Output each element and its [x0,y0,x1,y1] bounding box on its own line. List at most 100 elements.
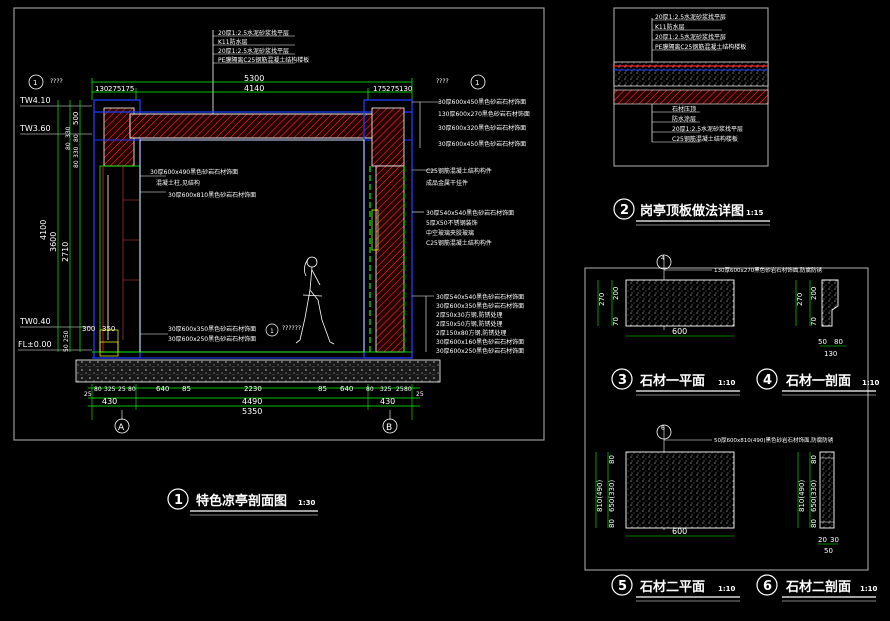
title1-text: 特色凉亭剖面图 [196,493,287,509]
top-callout-4: PE膜隔离C25钢筋混凝土结构楼板 [218,56,309,64]
roof-callout-top-1: 20厚1:2.5水泥砂浆找平层 [655,13,726,21]
dim-b2-right: 430 [380,397,395,406]
right-low-callout-7: 30厚600x250黑色砂岩石材饰面 [436,347,524,355]
center-callout-bubble [265,323,279,337]
roof-callout-top-4: PE膜隔离C25钢筋混凝土结构楼板 [655,43,746,51]
roof-slab [129,113,381,139]
stone-two-sec-w-50: 50 [824,547,833,555]
dim-left-80c: 80 [65,142,72,150]
roof-detail-frame [613,7,769,167]
svg-text:????: ???? [436,78,449,85]
dim-b1-0: 25 [84,391,92,398]
axis-b-bubble [382,418,398,434]
stone-two-sec-h-650: 650(330) [810,480,818,512]
dim-top-l3: 175 [121,85,134,93]
stone-one-callout: 130厚600x270黑色砂岩石材饰面,防腐防锈 [714,266,822,274]
dim-left-250: 250 [63,330,70,342]
title5-number-bubble [611,574,633,596]
dim-left-3600: 3600 [49,232,58,252]
stone-one-h-70: 70 [612,317,620,326]
right-low-callout-6: 30厚600x160黑色砂岩石材饰面 [436,338,524,346]
right-callout-2: 130厚600x270黑色砂岩石材饰面 [438,110,530,118]
left-callout-1: 30厚600x490黑色砂岩石材饰面 [150,168,238,176]
dim-b1-3: 25 [118,386,126,393]
axis-b-label: B [386,423,392,433]
stone-one-h-200: 200 [612,287,620,300]
title5-scale: 1:10 [718,585,736,593]
title2-text: 岗亭顶板做法详图 [640,203,744,219]
roof-callout-top-3: 20厚1:2.5水泥砂浆找平层 [655,33,726,41]
title6-number: 6 [763,579,772,594]
title1-number: 1 [174,493,183,508]
stone-two-sec-h-810: 810(490) [798,480,806,512]
dim-b1-5: 640 [156,385,169,393]
dim-top-r3: 130 [399,85,412,93]
stone-two-section-profile [819,451,835,529]
left-callout-2: 混凝土柱,见结构 [156,179,200,187]
roof-callout-bottom-2: 防水涂层 [672,115,696,123]
roof-callout-top-2: K11防水层 [655,23,685,31]
stone-two-sec-h-80b: 80 [810,519,818,528]
dim-b1-8: 85 [318,385,327,393]
foot-dim-350: 350 [102,325,115,333]
level-tw360: TW3.60 [19,124,51,133]
right-callout-7: 30厚540x540黑色砂岩石材饰面 [426,209,514,217]
title4-text: 石材一剖面 [785,373,851,389]
stone-one-h-270: 270 [598,293,606,306]
right-callout-4: 30厚600x450黑色砂岩石材饰面 [438,140,526,148]
dim-top-inner: 4140 [244,84,264,93]
right-low-callout-3: 2厚50x30方钢,防锈处理 [436,311,503,319]
dim-top-r1: 175 [373,85,386,93]
stone-two-h-810: 810(490) [596,480,604,512]
title4-number-bubble [756,368,778,390]
stone-one-section: 270 200 70 50 80 130 4 石材一剖面 1:10 [756,279,880,396]
left-column-stone-top [103,107,135,167]
dim-b2-left: 430 [102,397,117,406]
stone-two-w-600: 600 [672,527,687,536]
top-callout-2: K11防水层 [218,38,248,46]
axis-a-bubble [114,418,130,434]
dim-b1-14: 25 [416,391,424,398]
axis-bubble-top-a [28,74,44,90]
right-low-callout-4: 2厚50x50方钢,防锈处理 [436,320,503,328]
left-low-callout-2: 30厚600x250黑色砂岩石材饰面 [168,335,256,343]
title5-text: 石材二平面 [639,579,705,595]
left-callout-3: 30厚600x810黑色砂岩石材饰面 [168,191,256,199]
stone-one-plan-slab [625,279,735,327]
title6-text: 石材二剖面 [785,579,851,595]
stone-two-h-80b: 80 [608,519,616,528]
right-callout-6: 成品金属干挂件 [426,179,468,187]
right-callout-5: C25钢筋混凝土结构构件 [426,167,492,175]
roof-callout-bottom-1: 石材压顶 [672,105,696,113]
stone-one-section-profile [821,279,839,327]
dim-b1-4: 80 [128,386,136,393]
dim-top-r2: 275 [386,85,399,93]
dim-b1-6: 85 [182,385,191,393]
right-low-callout-2: 30厚600x350黑色砂岩石材饰面 [436,302,524,310]
svg-text:1: 1 [475,79,479,87]
human-figure [295,256,335,345]
stone-one-w-600: 600 [672,327,687,336]
level-tw410: TW4.10 [19,96,51,105]
right-callout-10: C25钢筋混凝土结构构件 [426,239,492,247]
top-callout-3: 20厚1:2.5水泥砂浆找平层 [218,47,289,55]
foot-dim-300: 300 [82,325,95,333]
stone-two-h-80a: 80 [608,455,616,464]
roof-detail: 20厚1:2.5水泥砂浆找平层 K11防水层 20厚1:2.5水泥砂浆找平层 P… [613,7,770,226]
level-fl000: FL±0.00 [18,340,52,349]
stone-two-sec-w-30: 30 [830,536,839,544]
stone-two-h-650: 650(330) [608,480,616,512]
right-column-stone-top [371,107,405,167]
dim-b1-10: 80 [366,386,374,393]
dim-left-330b: 330 [65,126,72,138]
stone-one-sec-h-70: 70 [810,317,818,326]
dim-left-330a: 330 [73,146,80,158]
roof-callout-bottom-3: 20厚1:2.5水泥砂浆找平层 [672,125,743,133]
title2-number-bubble [613,198,635,220]
stone-two-sec-w-20: 20 [818,536,827,544]
right-low-callout-1: 30厚540x540黑色砂岩石材饰面 [436,293,524,301]
stone-details-frame [584,267,869,571]
dim-top-total: 5300 [244,74,264,83]
center-callout-label: ?????? [282,325,301,332]
title4-scale: 1:10 [862,379,880,387]
